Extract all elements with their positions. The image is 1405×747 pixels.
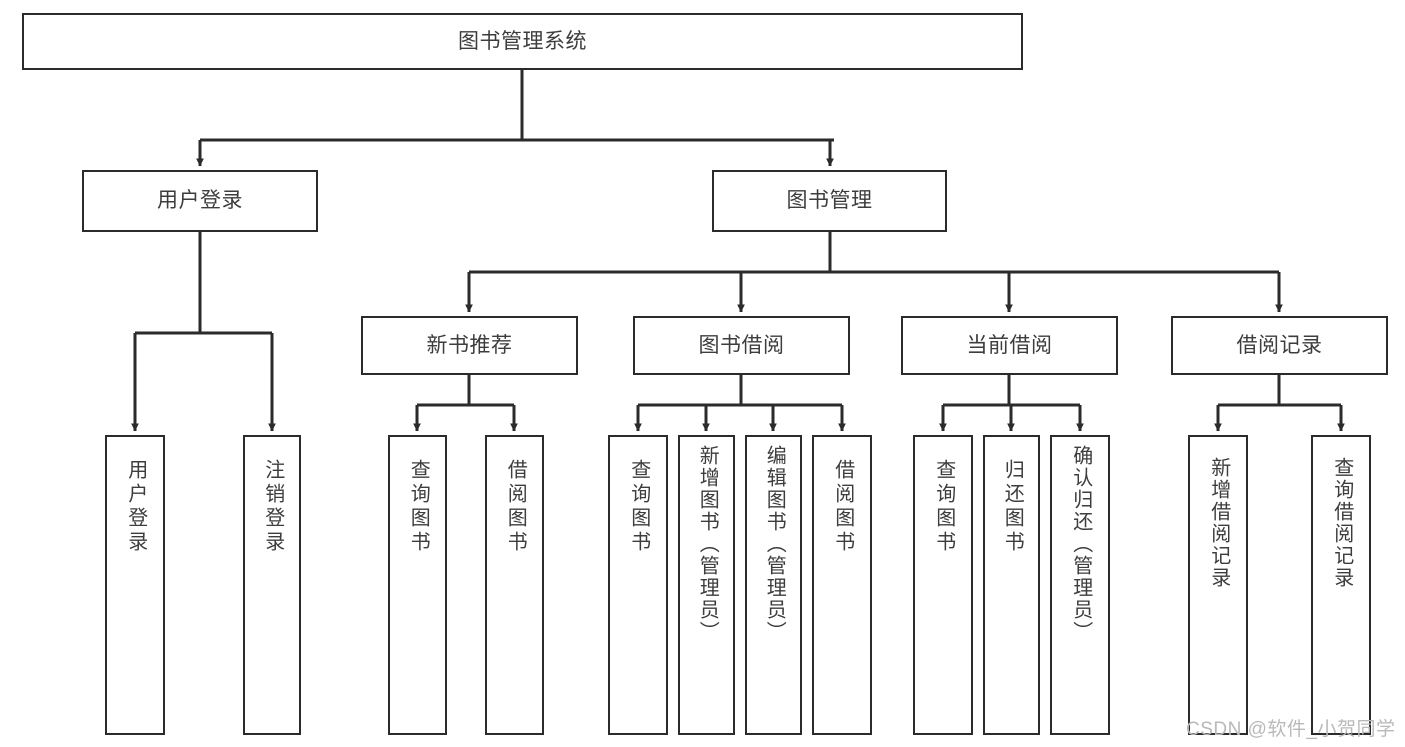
node-leaf-query-record-label: 查询借阅记录	[1330, 457, 1353, 589]
node-user-login-label: 用户登录	[157, 189, 243, 213]
node-leaf-return-book-label: 归还图书	[1001, 459, 1024, 555]
node-borrow-record-label: 借阅记录	[1236, 333, 1323, 357]
node-leaf-add-record-label: 新增借阅记录	[1207, 457, 1230, 589]
node-leaf-add-book-label: 新增图书（管理员）	[696, 445, 719, 643]
node-leaf-borrow-book-2[interactable]: 借阅图书	[812, 435, 872, 735]
node-leaf-logout[interactable]: 注销登录	[243, 435, 301, 735]
node-leaf-query-book-3-label: 查询图书	[932, 459, 955, 555]
node-new-book-recommend-label: 新书推荐	[426, 333, 513, 357]
node-leaf-query-book-2[interactable]: 查询图书	[608, 435, 668, 735]
node-book-manage[interactable]: 图书管理	[712, 170, 947, 232]
node-leaf-logout-label: 注销登录	[261, 459, 284, 555]
node-book-manage-label: 图书管理	[786, 189, 873, 213]
node-leaf-query-book-2-label: 查询图书	[627, 459, 650, 555]
node-leaf-query-book-1[interactable]: 查询图书	[388, 435, 447, 735]
node-leaf-borrow-book-1-label: 借阅图书	[504, 459, 527, 555]
node-current-borrow-label: 当前借阅	[966, 333, 1053, 357]
node-leaf-add-book[interactable]: 新增图书（管理员）	[678, 435, 735, 735]
node-user-login[interactable]: 用户登录	[82, 170, 318, 232]
node-book-borrow[interactable]: 图书借阅	[633, 316, 850, 375]
node-leaf-borrow-book-2-label: 借阅图书	[831, 459, 854, 555]
node-leaf-query-record[interactable]: 查询借阅记录	[1311, 435, 1371, 735]
node-leaf-edit-book[interactable]: 编辑图书（管理员）	[745, 435, 802, 735]
node-leaf-confirm-return[interactable]: 确认归还（管理员）	[1050, 435, 1110, 735]
csdn-watermark: CSDN @软件_小贺同学	[1186, 719, 1396, 740]
node-leaf-user-login-label: 用户登录	[124, 459, 147, 555]
node-leaf-return-book[interactable]: 归还图书	[983, 435, 1040, 735]
node-root-system-label: 图书管理系统	[458, 29, 587, 53]
node-leaf-confirm-return-label: 确认归还（管理员）	[1069, 445, 1092, 643]
node-leaf-query-book-1-label: 查询图书	[407, 459, 430, 555]
node-new-book-recommend[interactable]: 新书推荐	[361, 316, 578, 375]
node-leaf-edit-book-label: 编辑图书（管理员）	[763, 445, 786, 643]
node-leaf-query-book-3[interactable]: 查询图书	[913, 435, 973, 735]
node-root-system[interactable]: 图书管理系统	[22, 13, 1023, 70]
node-book-borrow-label: 图书借阅	[698, 333, 785, 357]
node-leaf-user-login[interactable]: 用户登录	[105, 435, 165, 735]
node-current-borrow[interactable]: 当前借阅	[901, 316, 1118, 375]
node-leaf-borrow-book-1[interactable]: 借阅图书	[485, 435, 544, 735]
node-leaf-add-record[interactable]: 新增借阅记录	[1188, 435, 1248, 735]
node-borrow-record[interactable]: 借阅记录	[1171, 316, 1388, 375]
